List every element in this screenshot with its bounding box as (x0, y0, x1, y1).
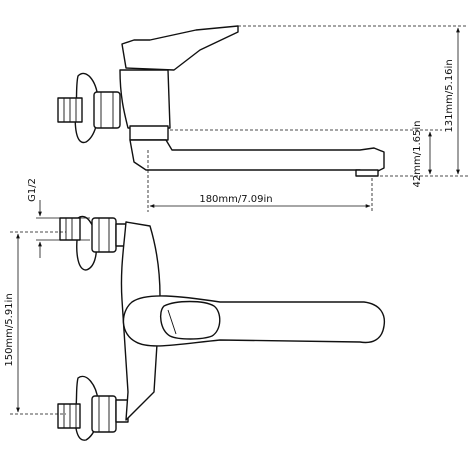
inlet-thread-lower (57, 403, 81, 429)
hex-nut-lower (91, 395, 117, 433)
dimension-total-height: 131mm/5.16in (238, 25, 468, 177)
aerator-side (355, 169, 379, 177)
dimension-spout-reach: 180mm/7.09in (147, 150, 373, 212)
lever-slot-front (159, 300, 221, 340)
cartridge-ring-side (129, 125, 169, 141)
spout-side (129, 139, 385, 175)
label-spout-height: 42mm/1.65in (412, 121, 423, 188)
dimension-inlet-spacing: 150mm/5.91in (4, 231, 66, 415)
label-inlet-spacing: 150mm/5.91in (4, 293, 15, 366)
label-total-height: 131mm/5.16in (444, 59, 455, 132)
label-thread: G1/2 (27, 178, 38, 202)
dimension-thread: G1/2 (27, 178, 90, 258)
inlet-thread-upper (59, 217, 81, 241)
label-spout-reach: 180mm/7.09in (199, 194, 272, 205)
faucet-body-side (119, 69, 171, 129)
faucet-front-view (57, 215, 386, 441)
hex-nut-upper (91, 217, 117, 253)
hex-nut-top (93, 91, 121, 129)
faucet-side-view (57, 25, 385, 177)
dimension-spout-height: 42mm/1.65in (170, 121, 442, 188)
lever-handle-side (121, 25, 239, 71)
